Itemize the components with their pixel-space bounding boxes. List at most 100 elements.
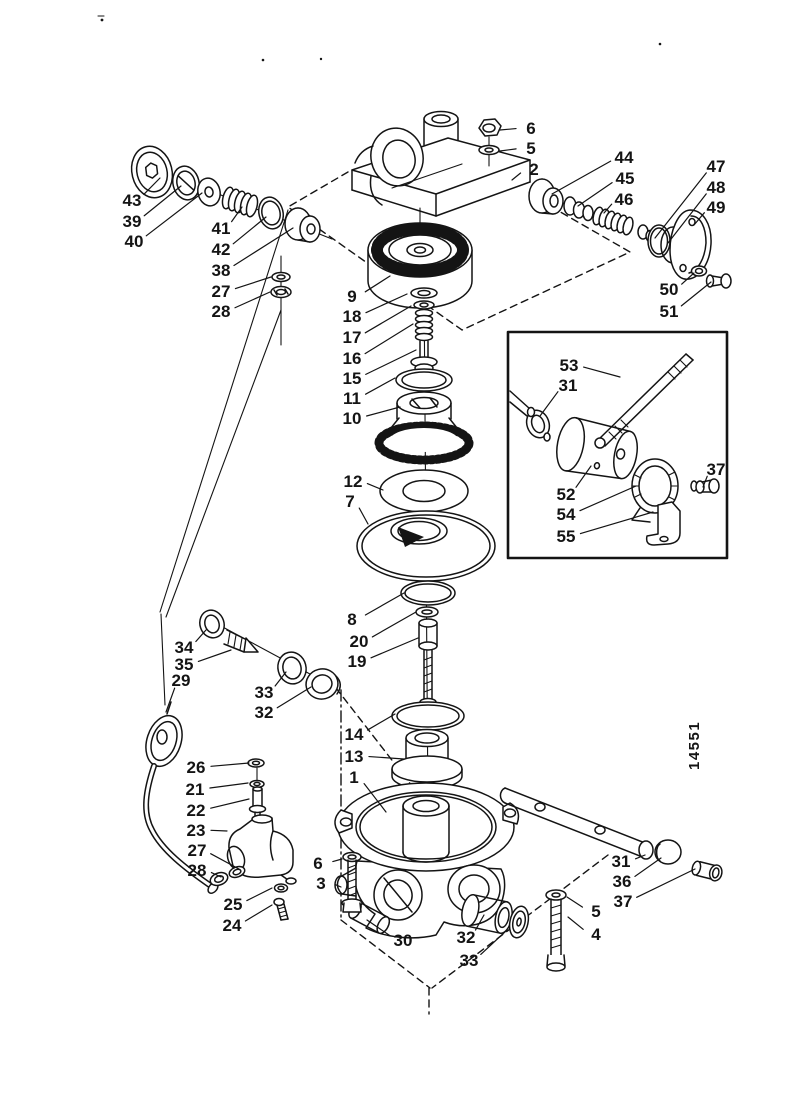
part-callout-42: 42: [212, 240, 231, 259]
cup-38: [284, 207, 321, 243]
leader-line-42: [232, 216, 267, 245]
part-callout-27: 27: [212, 282, 231, 301]
leader-line-35: [197, 649, 232, 663]
part-callout-52: 52: [557, 485, 576, 504]
leader-line-33: [480, 929, 508, 956]
leader-line-38: [233, 227, 294, 267]
valve-body-19: [418, 618, 438, 716]
washer-26: [247, 758, 265, 781]
leader-line-32: [276, 686, 312, 709]
leader-line-21: [209, 782, 249, 789]
part-callout-48: 48: [707, 178, 726, 197]
part-callout-32: 32: [255, 703, 274, 722]
ring-11: [395, 368, 453, 392]
washer-40: [197, 177, 221, 207]
leader-line-39: [143, 185, 182, 217]
part-callout-16: 16: [343, 349, 362, 368]
leader-line-5: [499, 148, 517, 152]
part-callout-44: 44: [615, 148, 634, 167]
part-callout-49: 49: [707, 198, 726, 217]
part-callout-8: 8: [347, 610, 356, 629]
part-callout-29: 29: [172, 671, 191, 690]
leader-line-16: [364, 323, 414, 355]
part-callout-55: 55: [557, 527, 576, 546]
washer-5: [478, 136, 500, 167]
leader-line-30: [366, 919, 391, 937]
leader-line-41: [231, 206, 243, 223]
part-callout-12: 12: [344, 472, 363, 491]
lever-rod-53: [594, 353, 694, 449]
part-callout-10: 10: [343, 409, 362, 428]
leader-line-40: [145, 192, 203, 237]
leader-line-6: [332, 858, 343, 863]
leader-line-53: [583, 366, 621, 378]
washers-45: [563, 196, 594, 222]
filler-stub: [423, 110, 459, 146]
leader-line-32: [474, 914, 485, 931]
screw-51: [705, 273, 732, 289]
leader-line-48: [667, 193, 707, 244]
leader-line-55: [579, 511, 654, 535]
part-callout-37: 37: [707, 460, 726, 479]
part-callout-4: 4: [591, 925, 601, 944]
leader-line-44: [551, 160, 612, 195]
scan-specks: [97, 15, 662, 62]
bolt-4: [545, 889, 567, 972]
part-callout-17: 17: [343, 328, 362, 347]
part-callout-26: 26: [187, 758, 206, 777]
part-callout-35: 35: [175, 655, 194, 674]
valve-25: [273, 883, 289, 893]
part-callout-41: 41: [212, 219, 231, 238]
part-callout-9: 9: [347, 287, 356, 306]
part-callout-2: 2: [529, 160, 538, 179]
leader-line-9: [364, 275, 391, 293]
washer-17: [413, 300, 435, 310]
leader-line-28: [234, 291, 271, 309]
leader-line-13: [368, 755, 405, 760]
nut-50: [690, 265, 708, 277]
clamp-ring-54: [631, 458, 679, 523]
shaft-15: [410, 340, 438, 373]
main-housing-1: [334, 782, 520, 939]
part-callout-33: 33: [255, 683, 274, 702]
inset-detail-box: [506, 330, 729, 560]
lever-cam-29: [145, 701, 183, 768]
part-callout-24: 24: [223, 916, 242, 935]
leader-line-20: [371, 611, 417, 638]
leader-line-23: [210, 829, 228, 832]
part-callout-33: 33: [460, 951, 479, 970]
drive-gear-9: [367, 222, 473, 309]
part-callout-28: 28: [188, 861, 207, 880]
part-callout-31: 31: [612, 852, 631, 871]
bushing-32-upper: [305, 668, 341, 700]
part-callout-38: 38: [212, 261, 231, 280]
part-callout-13: 13: [345, 747, 364, 766]
washer-18: [410, 287, 438, 299]
part-callout-3: 3: [316, 874, 325, 893]
leader-line-49: [693, 212, 705, 226]
leader-line-6: [499, 127, 517, 131]
part-callout-50: 50: [660, 280, 679, 299]
part-callout-51: 51: [660, 302, 679, 321]
leader-line-31: [539, 391, 559, 417]
rod-bar-31: [499, 787, 654, 860]
leader-line-3: [335, 884, 342, 888]
part-callout-54: 54: [557, 505, 576, 524]
leader-line-52: [575, 465, 592, 488]
upper-cover-assembly: [351, 110, 531, 217]
leader-line-8: [364, 592, 405, 616]
part-callout-1: 1: [349, 768, 358, 787]
bevel-gear-10: [374, 391, 474, 465]
leader-line-2: [511, 172, 522, 181]
primer-assembly: [143, 609, 341, 921]
leader-line-4: [567, 916, 584, 930]
leader-line-5: [566, 896, 584, 908]
part-callout-39: 39: [123, 212, 142, 231]
leader-line-50: [681, 272, 695, 285]
part-callout-6: 6: [526, 119, 535, 138]
part-callout-14: 14: [345, 725, 364, 744]
fuel-hose: [143, 763, 219, 895]
part-callout-20: 20: [350, 632, 369, 651]
part-callout-46: 46: [615, 190, 634, 209]
